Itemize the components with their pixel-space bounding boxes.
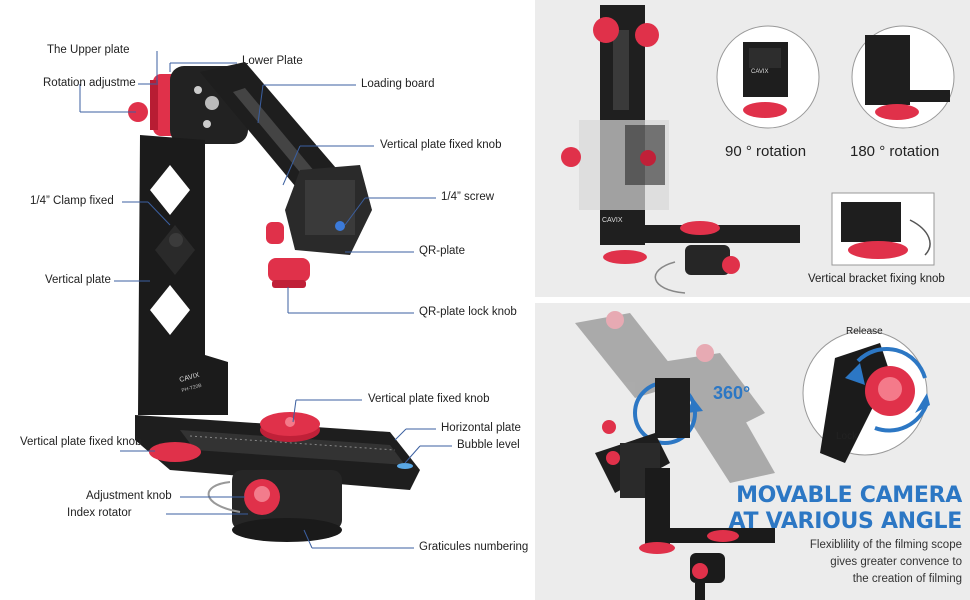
label-horizontal-plate: Horizontal plate — [441, 422, 521, 434]
panel-divider — [535, 297, 970, 303]
label-rotation-adjustment: Rotation adjustme — [43, 77, 136, 89]
headline-line-2: AT VARIOUS ANGLE — [728, 509, 963, 534]
rotation-illustration: CAVIX CAVIX — [561, 5, 955, 294]
label-loading-board: Loading board — [361, 78, 435, 90]
description-line-2: gives greater convence to — [830, 556, 962, 568]
label-bracket-fixing-knob: Vertical bracket fixing knob — [808, 273, 945, 285]
label-index-rotator: Index rotator — [67, 507, 132, 519]
label-adjustment-knob: Adjustment knob — [86, 490, 172, 502]
label-vertical-plate: Vertical plate — [45, 274, 111, 286]
gimbal-illustration: CAVIX PH-T20B — [79, 51, 452, 549]
label-graticules-numbering: Graticules numbering — [419, 541, 529, 553]
label-vertical-plate-fixed-knob-mid: Vertical plate fixed knob — [368, 393, 490, 405]
leader-lines — [79, 51, 452, 549]
label-lock: Lock — [836, 431, 858, 442]
model-mark: PH-T20B — [181, 383, 203, 394]
movable-illustration — [575, 311, 930, 600]
label-180-rotation: 180 ° rotation — [850, 143, 940, 160]
description: Flexiblility of the filming scope gives … — [702, 537, 962, 588]
brand-mark-2: CAVIX — [602, 217, 623, 224]
badge-360: 360° — [713, 383, 751, 403]
label-qr-plate: QR-plate — [419, 245, 466, 257]
movable-panel: 360° Release Lock MOVABLE CAMERA AT VARI… — [535, 303, 970, 600]
description-line-1: Flexiblility of the filming scope — [809, 539, 962, 551]
product-diagram: CAVIX PH-T20B — [20, 44, 529, 553]
description-line-3: the creation of filming — [852, 573, 962, 585]
label-qr-plate-lock-knob: QR-plate lock knob — [419, 306, 517, 318]
label-release: Release — [846, 326, 883, 337]
headline: MOVABLE CAMERA AT VARIOUS ANGLE — [702, 483, 963, 535]
label-screw: 1/4” screw — [441, 191, 495, 203]
label-vertical-plate-fixed-knob-top: Vertical plate fixed knob — [380, 139, 502, 151]
brand-mark-3: CAVIX — [751, 69, 769, 75]
label-upper-plate: The Upper plate — [47, 44, 130, 56]
label-vertical-plate-fixed-knob-left: Vertical plate fixed knob — [20, 436, 142, 448]
rotation-panel: CAVIX CAVIX 90 ° rotation 180 ° rotation… — [535, 0, 970, 297]
label-90-rotation: 90 ° rotation — [725, 143, 807, 160]
label-lower-plate: Lower Plate — [242, 55, 303, 67]
label-bubble-level: Bubble level — [457, 439, 520, 451]
headline-line-1: MOVABLE CAMERA — [736, 483, 962, 508]
label-clamp-fixed: 1/4” Clamp fixed — [30, 195, 114, 207]
